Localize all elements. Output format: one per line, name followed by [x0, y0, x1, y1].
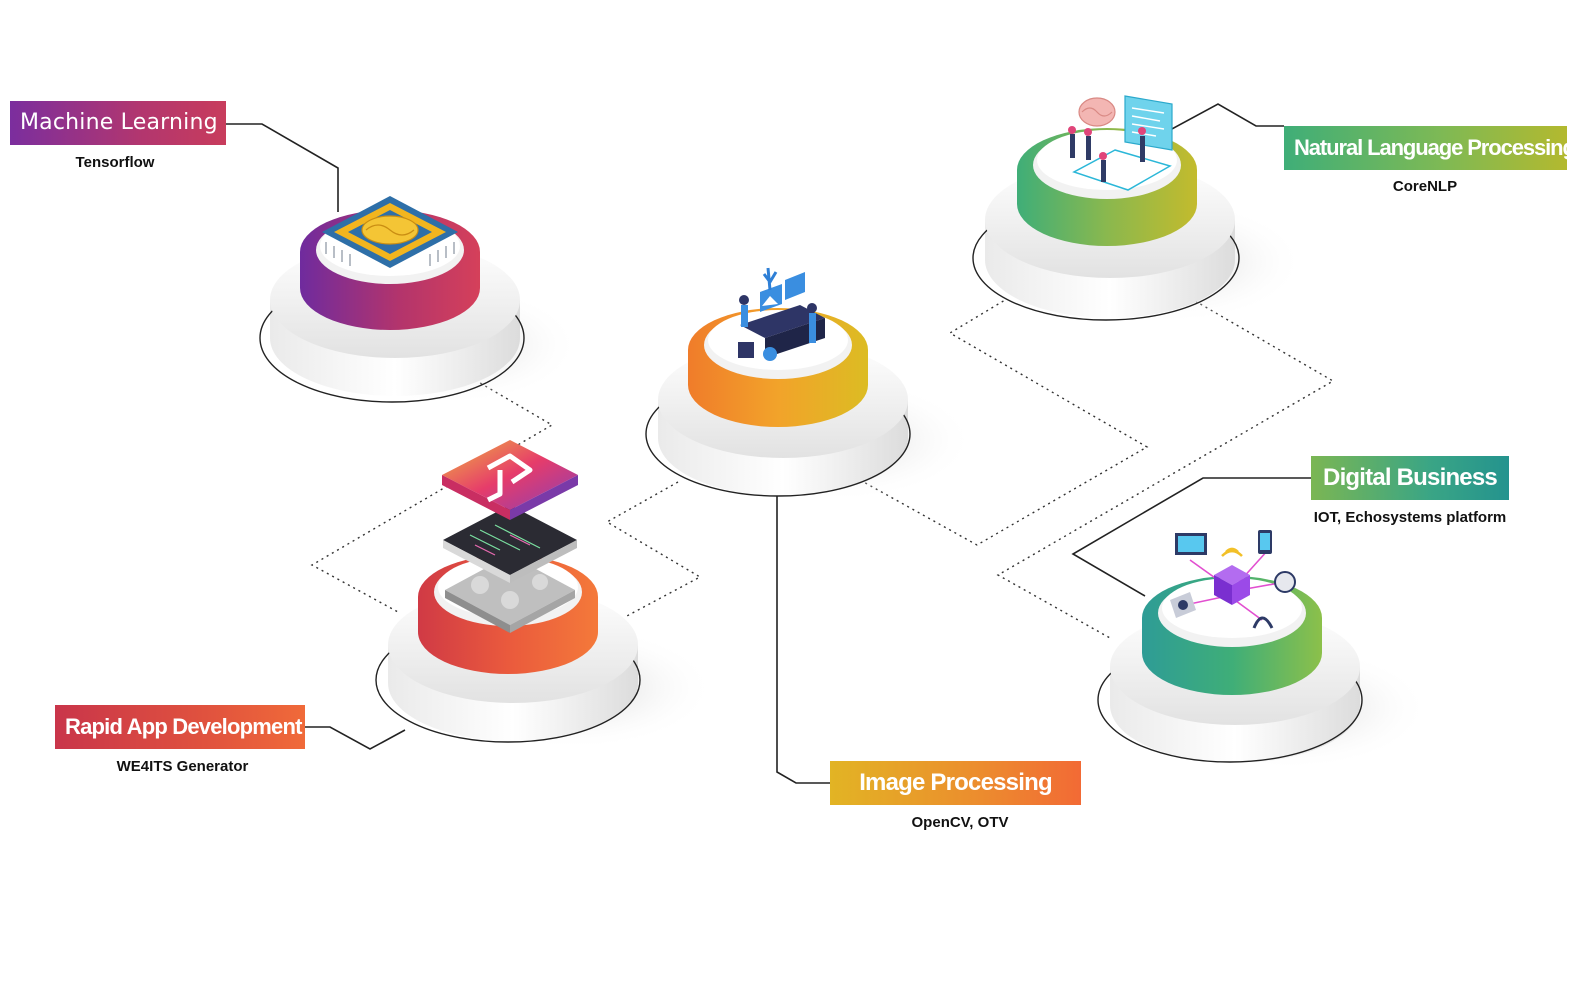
image-processing-label: Image Processing [830, 761, 1081, 805]
rad-platform [375, 440, 715, 750]
digital-business-label: Digital Business [1311, 456, 1509, 500]
ip-platform [645, 267, 975, 502]
db-platform [1097, 530, 1430, 770]
nlp-platform [972, 95, 1305, 324]
iot-ecosystem-icon [1170, 530, 1296, 629]
brain-chip-icon [322, 196, 458, 268]
rapid-app-development-subtitle: WE4ITS Generator [116, 758, 249, 775]
digital-business-subtitle: IOT, Echosystems platform [1313, 509, 1507, 526]
rapid-app-development-label: Rapid App Development [55, 705, 305, 749]
nlp-subtitle: CoreNLP [1392, 178, 1458, 195]
nlp-label: Natural Language Processing [1284, 126, 1576, 170]
machine-learning-label: Machine Learning [10, 101, 226, 145]
machine-learning-subtitle: Tensorflow [75, 154, 155, 171]
image-team-icon [738, 267, 825, 361]
app-layers-icon [442, 440, 578, 633]
ml-platform [259, 196, 580, 405]
brain-team-icon [1068, 95, 1173, 191]
dotted-connectors [310, 297, 1335, 639]
callout-lines [226, 103, 1311, 784]
image-processing-subtitle: OpenCV, OTV [911, 814, 1009, 831]
